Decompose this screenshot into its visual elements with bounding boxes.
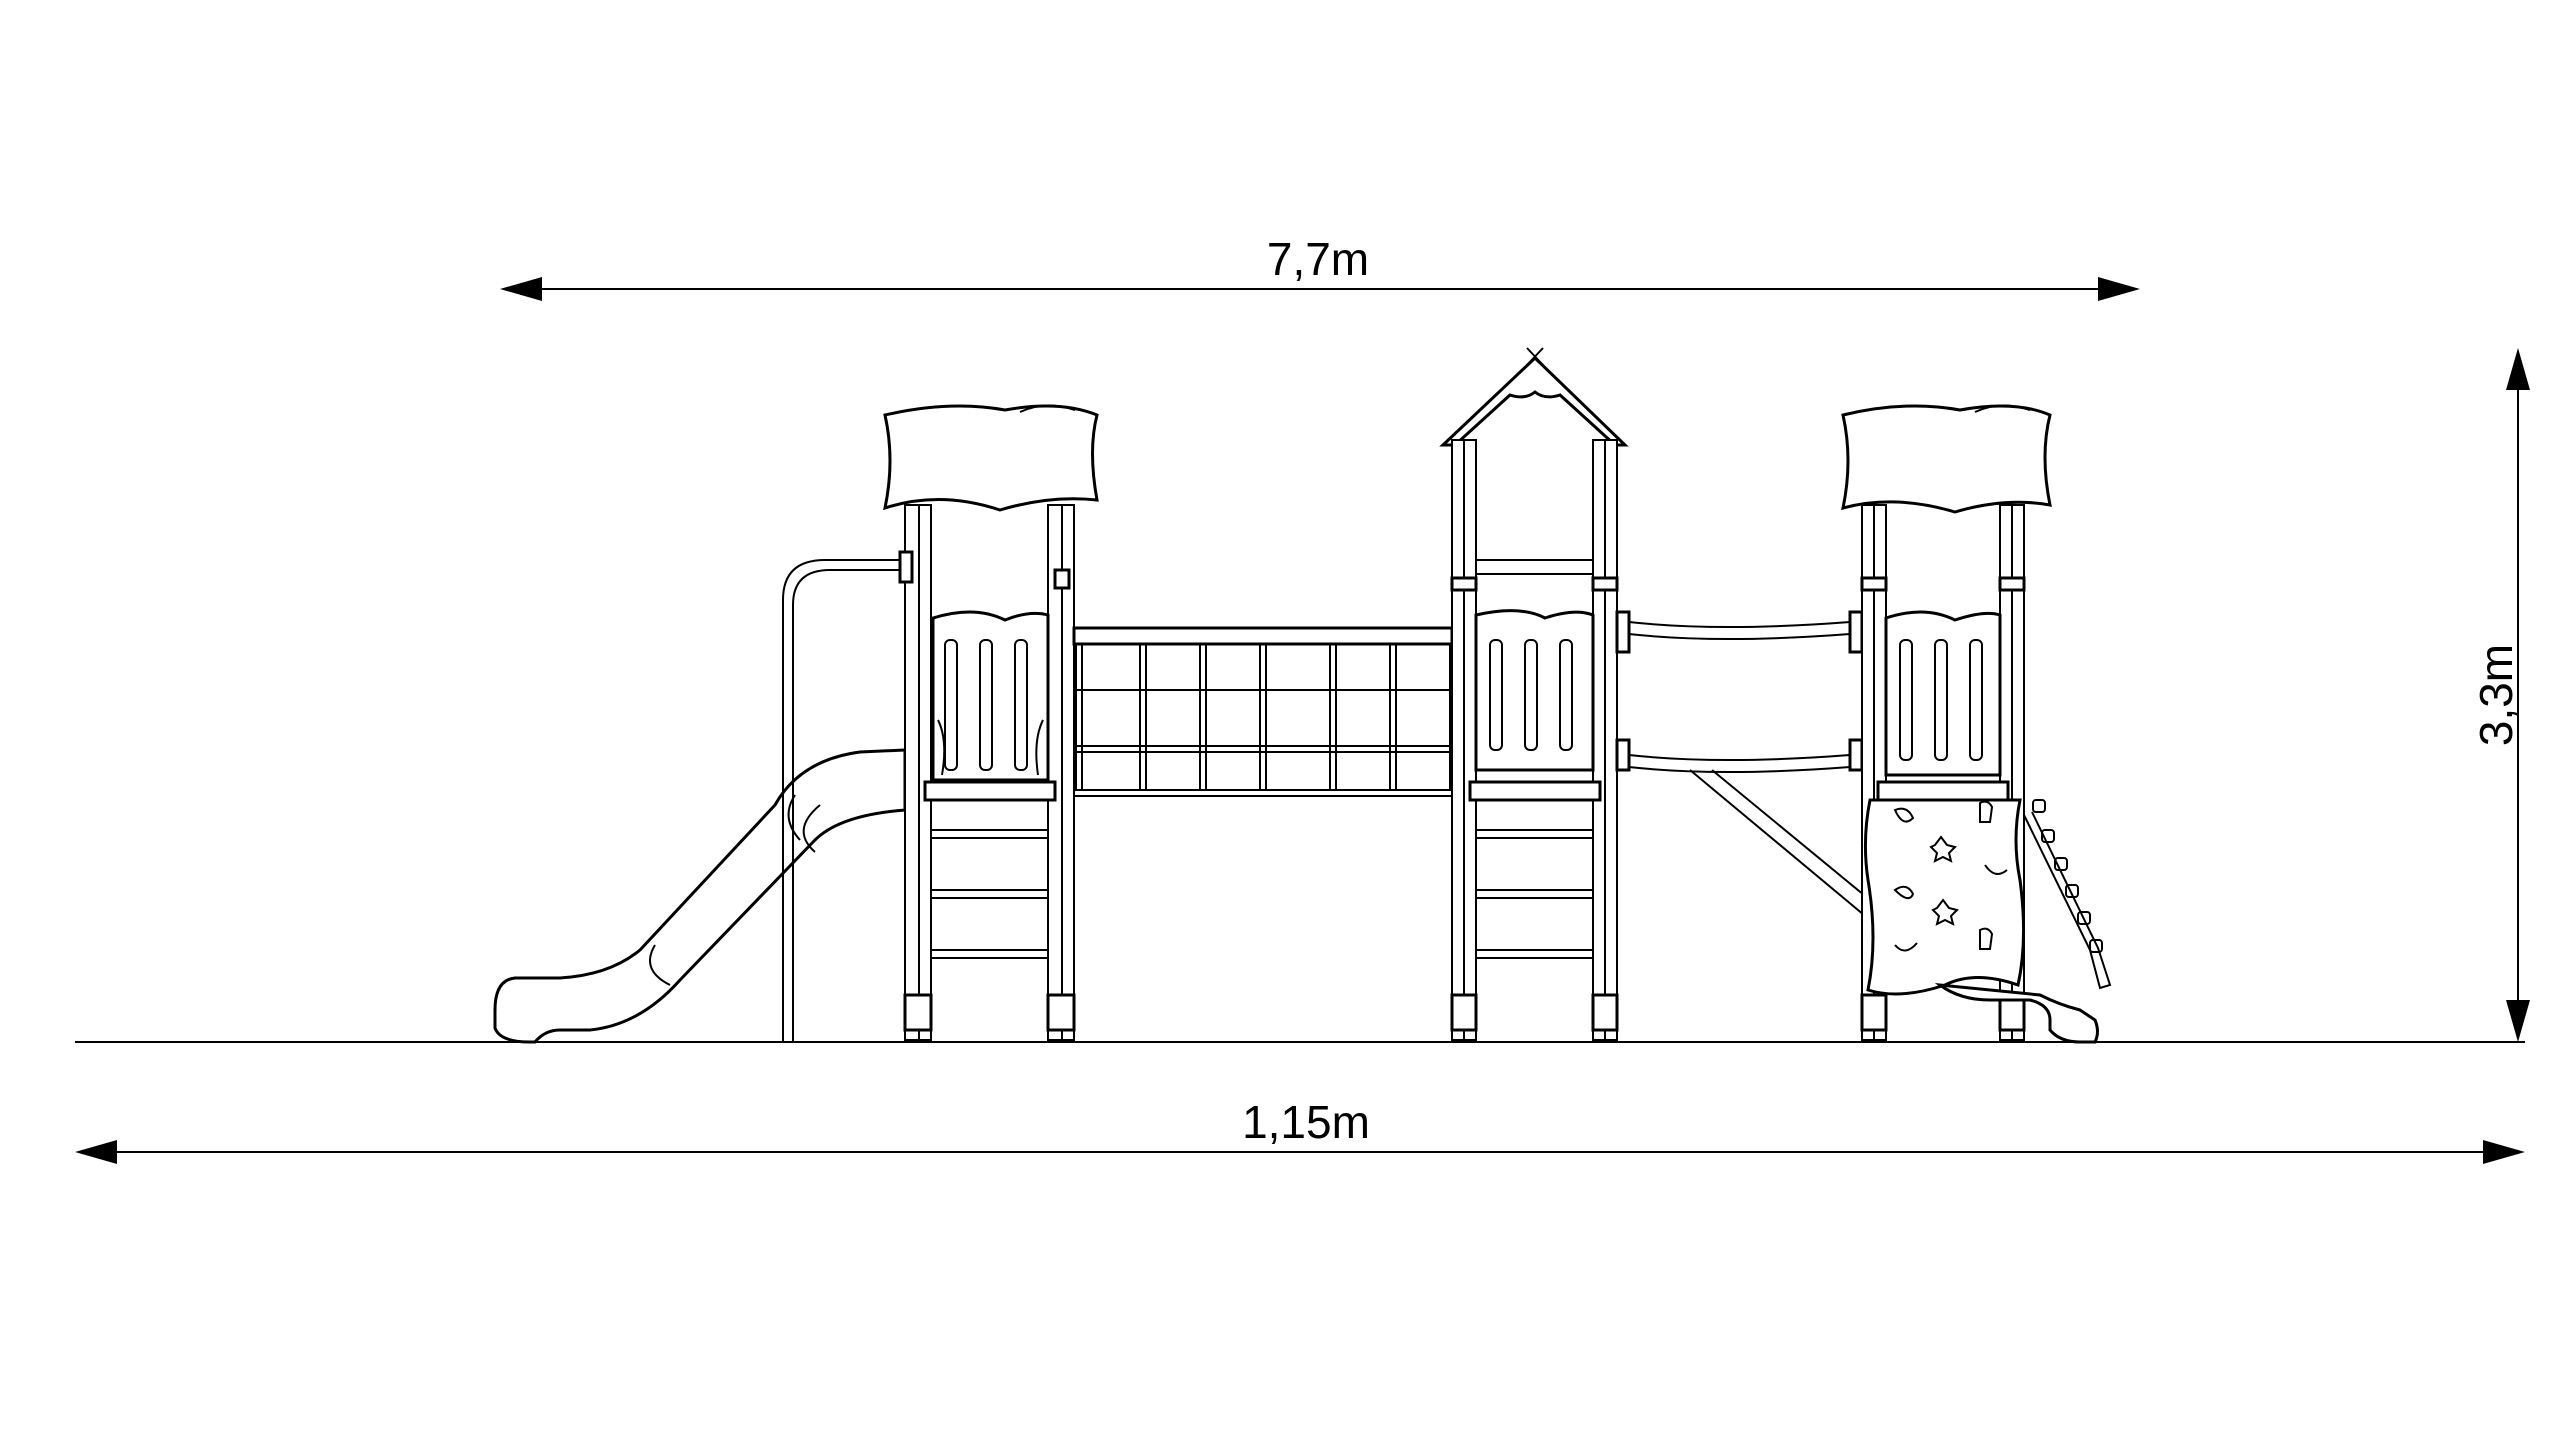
net-bridge <box>1072 626 1454 797</box>
right-tower-roof <box>1841 404 2052 514</box>
dimension-top-width: 7,7m <box>500 233 2140 301</box>
dimension-height-label: 3,3m <box>2470 644 2522 746</box>
dimension-height: 3,3m <box>2470 348 2530 1042</box>
rope-ladder-rungs <box>2032 799 2103 953</box>
left-tower-roof <box>883 404 1099 512</box>
left-tower <box>883 404 1099 1041</box>
middle-tower <box>1439 347 1629 1041</box>
tube-slide <box>493 559 907 1044</box>
right-tower <box>1841 404 2112 1044</box>
dimension-bottom-width: 1,15m <box>75 1096 2525 1164</box>
chain-bridge <box>1615 610 1871 921</box>
climbing-holds <box>1893 800 2008 952</box>
left-ladder <box>931 829 1048 959</box>
middle-tower-roof <box>1439 355 1629 447</box>
dimension-top-width-label: 7,7m <box>1267 233 1369 285</box>
dimension-bottom-width-label: 1,15m <box>1242 1096 1370 1148</box>
climbing-wall <box>1863 798 2026 996</box>
